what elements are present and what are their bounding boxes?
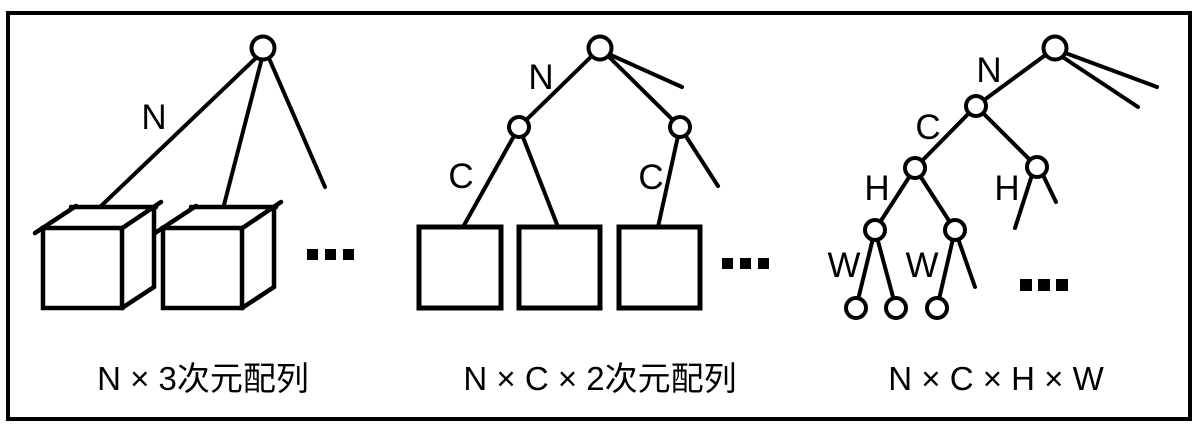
tree-leaf-node xyxy=(884,296,908,320)
tree-edge xyxy=(913,166,957,232)
edge-label-h-right: H xyxy=(994,169,1019,208)
ellipsis-dot xyxy=(1056,279,1068,291)
edge-label-h-left: H xyxy=(864,169,889,208)
ellipsis-dot xyxy=(722,258,733,269)
panel-n-c-2d-array: N C C N × C × 2次元配列 xyxy=(416,34,769,397)
tree-root-node xyxy=(249,34,277,62)
tree-edge-c xyxy=(461,125,521,229)
panel-caption: N × 3次元配列 xyxy=(97,360,309,397)
ellipsis-dot xyxy=(343,249,354,260)
tree-root-node xyxy=(1041,34,1069,62)
tree-edge xyxy=(974,104,1039,169)
panel-caption: N × C × 2次元配列 xyxy=(463,360,736,397)
ellipsis-icon xyxy=(307,249,354,260)
matrix-square xyxy=(516,224,603,311)
panel-caption: N × C × H × W xyxy=(888,360,1104,397)
edge-label-n: N xyxy=(976,51,1001,90)
cube-top-left-edge xyxy=(152,203,199,236)
edge-label-c-left: C xyxy=(448,157,473,196)
matrix-square xyxy=(616,224,703,311)
tree-root-node xyxy=(586,34,614,62)
tree-edge xyxy=(222,56,264,207)
tree-edge-c xyxy=(656,125,682,229)
tree-node xyxy=(903,156,927,180)
edge-label-c-right: C xyxy=(638,158,663,197)
tree-edge-n xyxy=(517,46,602,129)
edge-label-w-left: W xyxy=(827,246,860,285)
ellipsis-icon xyxy=(1020,279,1068,291)
tree-edge-ellipsis-stub xyxy=(1056,52,1140,109)
edge-label-n: N xyxy=(528,58,553,97)
tree-edge-c xyxy=(913,104,978,170)
tree-node xyxy=(1025,155,1049,179)
cube-top-right-edge xyxy=(238,199,284,232)
tree-edge-ellipsis-stub xyxy=(1013,173,1034,230)
cube-top-right-edge xyxy=(118,199,164,232)
tree-node xyxy=(863,218,887,242)
tree-node xyxy=(943,218,967,242)
tree-edge-w xyxy=(935,228,957,310)
panel-n-c-h-w: N C H H W W N × C × H × W xyxy=(827,34,1159,397)
tree-edge-n xyxy=(98,54,260,209)
cube-bottom-right-edge xyxy=(239,284,277,311)
cube-icon xyxy=(32,199,164,311)
ellipsis-dot xyxy=(325,249,336,260)
ellipsis-dot xyxy=(307,249,318,260)
tree-edge-ellipsis-stub xyxy=(1041,173,1058,204)
tree-edge-ellipsis-stub xyxy=(1058,49,1159,89)
tree-edge-ellipsis-stub xyxy=(266,54,327,189)
edge-label-c: C xyxy=(915,108,940,147)
tree-node xyxy=(668,115,692,139)
cube-icon xyxy=(152,199,284,311)
tree-edge xyxy=(598,46,682,129)
ellipsis-dot xyxy=(1020,279,1032,291)
tree-edge xyxy=(517,125,560,229)
ellipsis-dot xyxy=(1038,279,1050,291)
ellipsis-icon xyxy=(722,258,769,269)
tree-edge-h xyxy=(873,166,917,232)
cube-front-face xyxy=(40,225,125,311)
tree-edge-n xyxy=(974,46,1057,108)
edge-label-n: N xyxy=(141,98,166,137)
tree-edge xyxy=(873,228,898,310)
edge-label-w-right: W xyxy=(905,246,938,285)
tree-leaf-node xyxy=(844,296,868,320)
figure-border xyxy=(6,11,1192,421)
cube-top-left-edge xyxy=(32,203,79,236)
ellipsis-dot xyxy=(740,258,751,269)
tree-node xyxy=(507,115,531,139)
cube-bottom-right-edge xyxy=(119,284,157,311)
tree-leaf-node xyxy=(925,296,949,320)
matrix-square xyxy=(416,224,504,311)
ellipsis-dot xyxy=(758,258,769,269)
panel-n-3d-array: N xyxy=(32,34,354,397)
tree-edge-w xyxy=(854,228,877,310)
tree-edge-ellipsis-stub xyxy=(602,50,684,89)
tree-node xyxy=(964,94,988,118)
cube-front-face xyxy=(160,225,245,311)
